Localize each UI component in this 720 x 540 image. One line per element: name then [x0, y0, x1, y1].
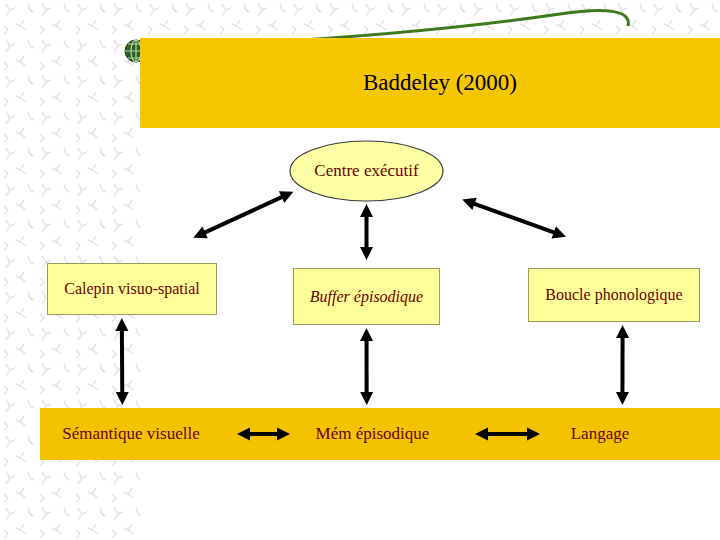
bidirectional-arrow	[193, 191, 293, 238]
executive-ellipse: Centre exécutif	[289, 140, 444, 202]
arrow-shaft	[247, 432, 280, 436]
node-label: Boucle phonologique	[545, 286, 682, 304]
node-label: Buffer épisodique	[310, 288, 423, 306]
arrow-shaft	[365, 338, 369, 395]
title-band: Baddeley (2000)	[140, 38, 720, 128]
bidirectional-arrow	[115, 318, 128, 405]
node-label: Centre exécutif	[314, 161, 418, 181]
band-item: Mém épisodique	[300, 418, 445, 450]
arrow-shaft	[620, 335, 624, 395]
ellipse-shape	[290, 141, 443, 201]
arrow-shaft	[472, 203, 557, 233]
arrow-head	[277, 428, 290, 441]
arrow-head	[616, 392, 629, 405]
band-item: Sémantique visuelle	[45, 418, 217, 450]
pattern-strip	[140, 0, 720, 38]
arrow-shaft	[120, 328, 124, 395]
arrow-head	[360, 204, 373, 217]
bidirectional-arrow	[360, 204, 373, 260]
bidirectional-arrow	[360, 328, 373, 405]
arrow-shaft	[365, 214, 369, 250]
arrow-head	[237, 428, 250, 441]
bidirectional-arrow	[475, 428, 540, 441]
store-box: Boucle phonologique	[528, 268, 700, 322]
store-box: Buffer épisodique	[293, 268, 440, 325]
arrow-head	[527, 428, 540, 441]
arrow-shaft	[202, 196, 284, 234]
node-label: Sémantique visuelle	[62, 424, 199, 444]
bidirectional-arrow	[462, 198, 566, 239]
arrow-head	[475, 428, 488, 441]
arrow-head	[360, 247, 373, 260]
arrow-head	[552, 226, 566, 238]
arrow-head	[193, 227, 208, 239]
arrow-head	[279, 191, 294, 203]
arrow-head	[115, 318, 128, 331]
node-label: Calepin visuo-spatial	[64, 280, 200, 298]
bidirectional-arrow	[237, 428, 290, 441]
arrow-head	[360, 328, 373, 341]
band-item: Langage	[560, 418, 640, 450]
arrow-head	[462, 198, 476, 210]
node-label: Mém épisodique	[316, 424, 430, 444]
arrow-shaft	[485, 432, 530, 436]
bidirectional-arrow	[616, 325, 629, 405]
node-label: Langage	[571, 424, 630, 444]
title-holder: Baddeley (2000)	[140, 38, 720, 128]
arrow-head	[360, 392, 373, 405]
arrow-head	[616, 325, 629, 338]
arrow-head	[116, 392, 129, 405]
memory-band: Sémantique visuelle Mém épisodique Langage	[40, 408, 720, 460]
store-box: Calepin visuo-spatial	[47, 263, 217, 315]
diagram-title: Baddeley (2000)	[363, 70, 517, 96]
